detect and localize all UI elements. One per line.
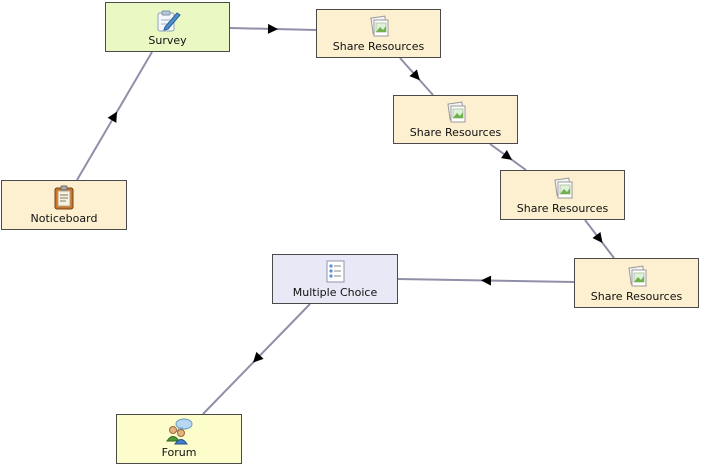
node-share-resources-3[interactable]: Share Resources [500, 170, 625, 220]
arrowhead-share4-to-multiple-choice [481, 275, 492, 286]
node-share-resources-2-label: Share Resources [409, 126, 502, 139]
node-noticeboard-label: Noticeboard [30, 212, 98, 225]
node-forum[interactable]: Forum [116, 414, 242, 464]
node-noticeboard[interactable]: Noticeboard [1, 180, 127, 230]
node-survey[interactable]: Survey [105, 2, 230, 52]
arrowhead-survey-to-share1 [267, 23, 278, 34]
multiple-choice-icon [326, 260, 345, 283]
arrowhead-multiple-choice-to-forum [253, 351, 264, 363]
node-share-resources-2[interactable]: Share Resources [393, 95, 518, 144]
node-share-resources-1-label: Share Resources [332, 40, 425, 53]
share-resources-icon [369, 15, 388, 37]
noticeboard-icon [54, 185, 74, 210]
node-share-resources-4[interactable]: Share Resources [574, 258, 699, 308]
survey-clipboard-icon [157, 10, 181, 32]
share-resources-icon [627, 265, 646, 287]
share-resources-icon [553, 177, 572, 199]
forum-icon [166, 418, 193, 445]
arrowhead-share3-to-share4 [592, 231, 603, 243]
arrowhead-share2-to-share3 [501, 150, 513, 160]
node-multiple-choice-label: Multiple Choice [292, 286, 378, 299]
arrowhead-noticeboard-to-survey [107, 111, 118, 123]
node-multiple-choice[interactable]: Multiple Choice [272, 254, 398, 304]
share-resources-icon [446, 101, 465, 123]
arrowhead-share1-to-share2 [409, 69, 420, 81]
node-share-resources-1[interactable]: Share Resources [316, 9, 441, 58]
node-forum-label: Forum [161, 446, 197, 459]
node-share-resources-4-label: Share Resources [590, 290, 683, 303]
node-share-resources-3-label: Share Resources [516, 202, 609, 215]
node-survey-label: Survey [148, 34, 187, 47]
